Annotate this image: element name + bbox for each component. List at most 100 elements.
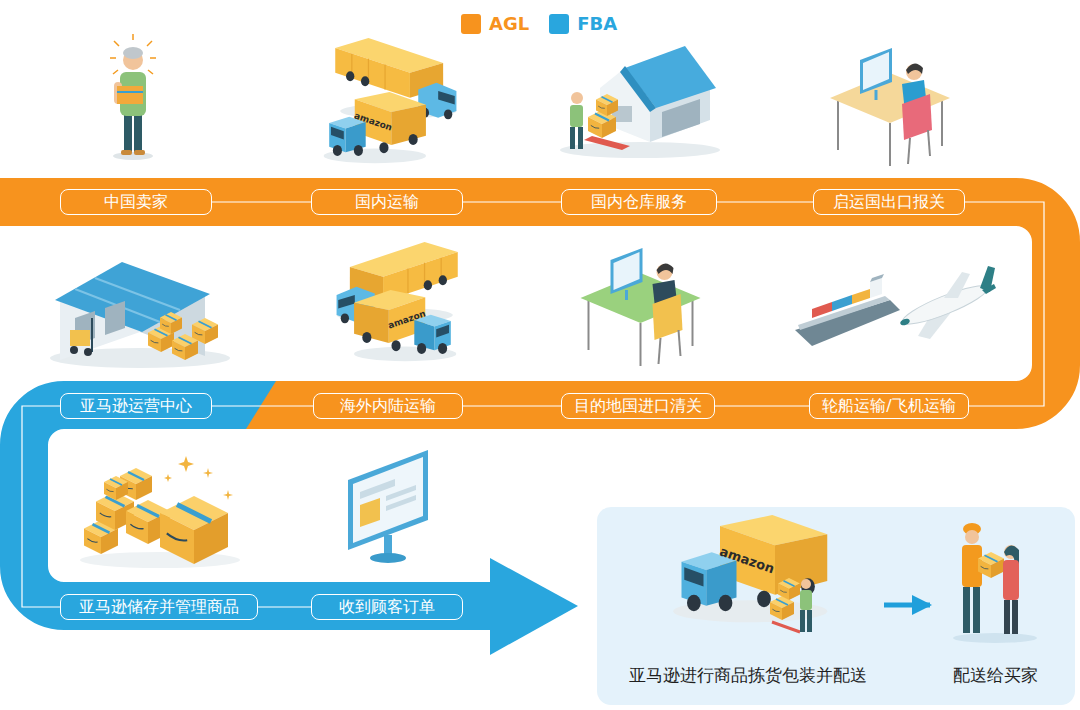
domestic-warehouse xyxy=(620,66,656,112)
stored-goods xyxy=(80,552,240,568)
legend-item: AGL xyxy=(461,13,529,35)
step-label: 亚马逊储存并管理商品 xyxy=(79,597,239,616)
delivery-truck xyxy=(807,610,812,632)
buyer-handover xyxy=(953,633,1037,643)
cargo-ship xyxy=(795,274,900,346)
step-label: 收到顾客订单 xyxy=(339,597,435,616)
seller-figure xyxy=(114,41,119,46)
order-monitor xyxy=(370,553,406,563)
cargo-plane xyxy=(899,317,911,326)
cargo-ship xyxy=(870,274,884,282)
legend-item: FBA xyxy=(549,13,617,35)
domestic-warehouse xyxy=(560,142,720,158)
domestic-warehouse xyxy=(662,99,700,137)
fulfillment-warehouse xyxy=(105,301,125,335)
flow-line xyxy=(212,201,311,202)
step-pill: 亚马逊储存并管理商品 xyxy=(60,594,258,620)
stored-goods xyxy=(178,456,194,472)
flow-band xyxy=(0,202,1056,405)
seller-figure xyxy=(117,86,143,104)
step-pill: 启运国出口报关 xyxy=(813,189,965,215)
buyer-handover xyxy=(953,523,1037,643)
domestic-trucks xyxy=(324,92,426,163)
seller-figure xyxy=(110,34,156,74)
domestic-warehouse xyxy=(560,46,720,158)
delivery-truck xyxy=(801,579,811,589)
cargo-plane xyxy=(944,272,970,298)
flow-line xyxy=(258,606,311,607)
cargo-ship xyxy=(852,289,870,304)
export-desk xyxy=(830,48,950,166)
fulfillment-warehouse xyxy=(50,262,230,368)
order-monitor xyxy=(386,495,416,511)
flow-line xyxy=(463,201,561,202)
overseas-trucks xyxy=(354,290,456,361)
cargo-ship xyxy=(798,296,890,330)
stored-goods xyxy=(104,476,128,500)
fulfillment-warehouse xyxy=(95,278,180,310)
cargo-ship xyxy=(812,302,832,318)
domestic-warehouse xyxy=(625,46,716,108)
export-desk xyxy=(830,48,950,166)
seller-figure xyxy=(117,91,143,93)
overseas-trucks xyxy=(337,242,458,361)
delivery-truck xyxy=(673,515,827,632)
step-caption-box: 配送给买家 xyxy=(930,518,1060,692)
delivery-panel xyxy=(597,507,1075,705)
seller-figure xyxy=(150,57,156,59)
flow-band xyxy=(24,405,496,606)
domestic-warehouse xyxy=(570,127,575,149)
domestic-warehouse xyxy=(596,94,618,116)
buyer-handover xyxy=(963,587,970,633)
stored-goods xyxy=(164,474,172,482)
legend-text: FBA xyxy=(577,13,617,35)
seller-figure xyxy=(110,57,116,59)
seller-figure xyxy=(123,47,143,59)
buyer-handover xyxy=(973,587,980,633)
domestic-warehouse xyxy=(571,92,583,104)
buyer-handover xyxy=(1003,560,1019,600)
legend-swatch xyxy=(461,14,481,34)
import-desk xyxy=(581,248,701,366)
step-pill: 国内运输 xyxy=(311,189,463,215)
seller-figure xyxy=(134,112,142,152)
fulfillment-warehouse xyxy=(91,318,93,352)
order-monitor xyxy=(353,457,423,543)
domestic-warehouse xyxy=(570,105,583,127)
fulfillment-warehouse xyxy=(70,330,90,346)
delivery-truck xyxy=(770,596,794,620)
flow-line xyxy=(717,201,813,202)
flow-line xyxy=(715,405,809,406)
step-label: 亚马逊运营中心 xyxy=(80,396,192,415)
flow-line xyxy=(22,406,60,607)
seller-figure xyxy=(124,112,132,152)
order-monitor xyxy=(360,498,380,527)
seller-figure xyxy=(110,34,156,160)
cargo-ship xyxy=(832,295,852,311)
flow-band xyxy=(490,558,578,655)
delivery-truck xyxy=(800,590,812,610)
delivery-truck xyxy=(772,622,800,632)
delivery-truck xyxy=(778,578,800,600)
step-label: 亚马逊进行商品拣货包装并配送 xyxy=(629,665,867,686)
stored-goods xyxy=(223,490,233,500)
stored-goods xyxy=(164,456,233,500)
delivery-truck xyxy=(673,515,827,622)
legend-text: AGL xyxy=(489,13,529,35)
step-pill: 目的地国进口清关 xyxy=(561,393,715,419)
seller-figure xyxy=(113,70,118,74)
step-label: 中国卖家 xyxy=(104,192,168,211)
legend: AGL FBA xyxy=(461,13,637,35)
step-label: 配送给买家 xyxy=(953,665,1038,686)
domestic-warehouse xyxy=(578,127,583,149)
domestic-trucks xyxy=(324,38,457,163)
seller-figure xyxy=(148,70,153,74)
overseas-trucks xyxy=(354,290,456,361)
buyer-handover xyxy=(965,530,979,544)
fulfillment-warehouse xyxy=(192,318,218,344)
flow-line xyxy=(463,405,561,406)
step-pill: 中国卖家 xyxy=(60,189,212,215)
flow-band xyxy=(246,381,277,429)
seller-figure xyxy=(132,34,134,40)
